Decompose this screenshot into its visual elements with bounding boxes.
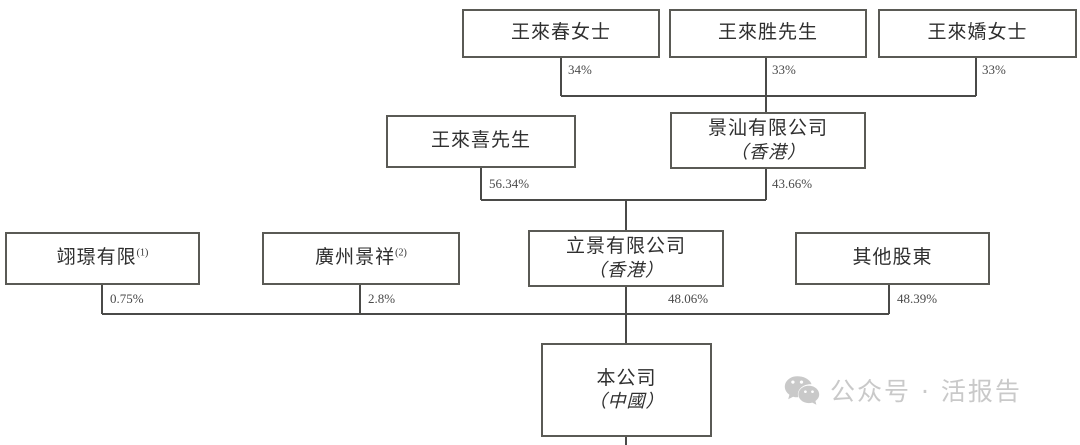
watermark-text: 公众号 · 活报告 — [830, 377, 1022, 406]
org-node-jingshan-hk[interactable]: 景汕有限公司（香港） — [670, 112, 866, 169]
node-title: 王來喜先生 — [430, 130, 531, 152]
node-title: 立景有限公司 — [565, 236, 686, 258]
node-title: 王來胜先生 — [717, 22, 818, 44]
node-subtitle: （香港） — [730, 141, 806, 162]
percent-label-pct-43-66: 43.66% — [772, 176, 813, 191]
node-subtitle: （香港） — [588, 259, 664, 280]
org-node-other-shareholders[interactable]: 其他股東 — [795, 232, 990, 285]
watermark: 公众号 · 活报告 — [784, 372, 1022, 408]
node-title: 翊璟有限(1) — [56, 247, 149, 269]
node-title: 王來春女士 — [510, 22, 611, 44]
org-node-wang-lai-jiao[interactable]: 王來嬌女士 — [878, 9, 1077, 58]
node-title: 本公司 — [596, 367, 657, 389]
node-title: 王來嬌女士 — [927, 22, 1028, 44]
node-footnote-marker: (1) — [136, 247, 149, 259]
org-node-wang-lai-sheng[interactable]: 王來胜先生 — [669, 9, 867, 58]
percent-label-pct-33-sheng: 33% — [772, 62, 796, 77]
org-node-guangzhou-jingxiang[interactable]: 廣州景祥(2) — [262, 232, 460, 285]
node-title: 景汕有限公司 — [707, 118, 828, 140]
percent-label-pct-0-75: 0.75% — [110, 291, 144, 306]
org-node-yijing-limited[interactable]: 翊璟有限(1) — [5, 232, 200, 285]
percent-label-pct-56-34: 56.34% — [489, 176, 530, 191]
percent-label-pct-33-jiao: 33% — [982, 62, 1006, 77]
node-footnote-marker: (2) — [395, 247, 407, 259]
org-node-wang-lai-chun[interactable]: 王來春女士 — [462, 9, 660, 58]
percent-label-pct-48-06: 48.06% — [668, 291, 709, 306]
org-node-lijing-hk[interactable]: 立景有限公司（香港） — [528, 230, 724, 287]
percent-label-pct-34: 34% — [568, 62, 592, 77]
node-subtitle: （中國） — [588, 391, 665, 412]
node-title: 廣州景祥(2) — [315, 247, 407, 269]
percent-label-pct-48-39: 48.39% — [897, 291, 938, 306]
org-node-wang-lai-xi[interactable]: 王來喜先生 — [386, 115, 576, 168]
wechat-icon — [784, 375, 820, 405]
org-node-the-company[interactable]: 本公司（中國） — [541, 343, 712, 437]
percent-label-pct-2-8: 2.8% — [368, 291, 396, 306]
node-title: 其他股東 — [852, 247, 933, 269]
